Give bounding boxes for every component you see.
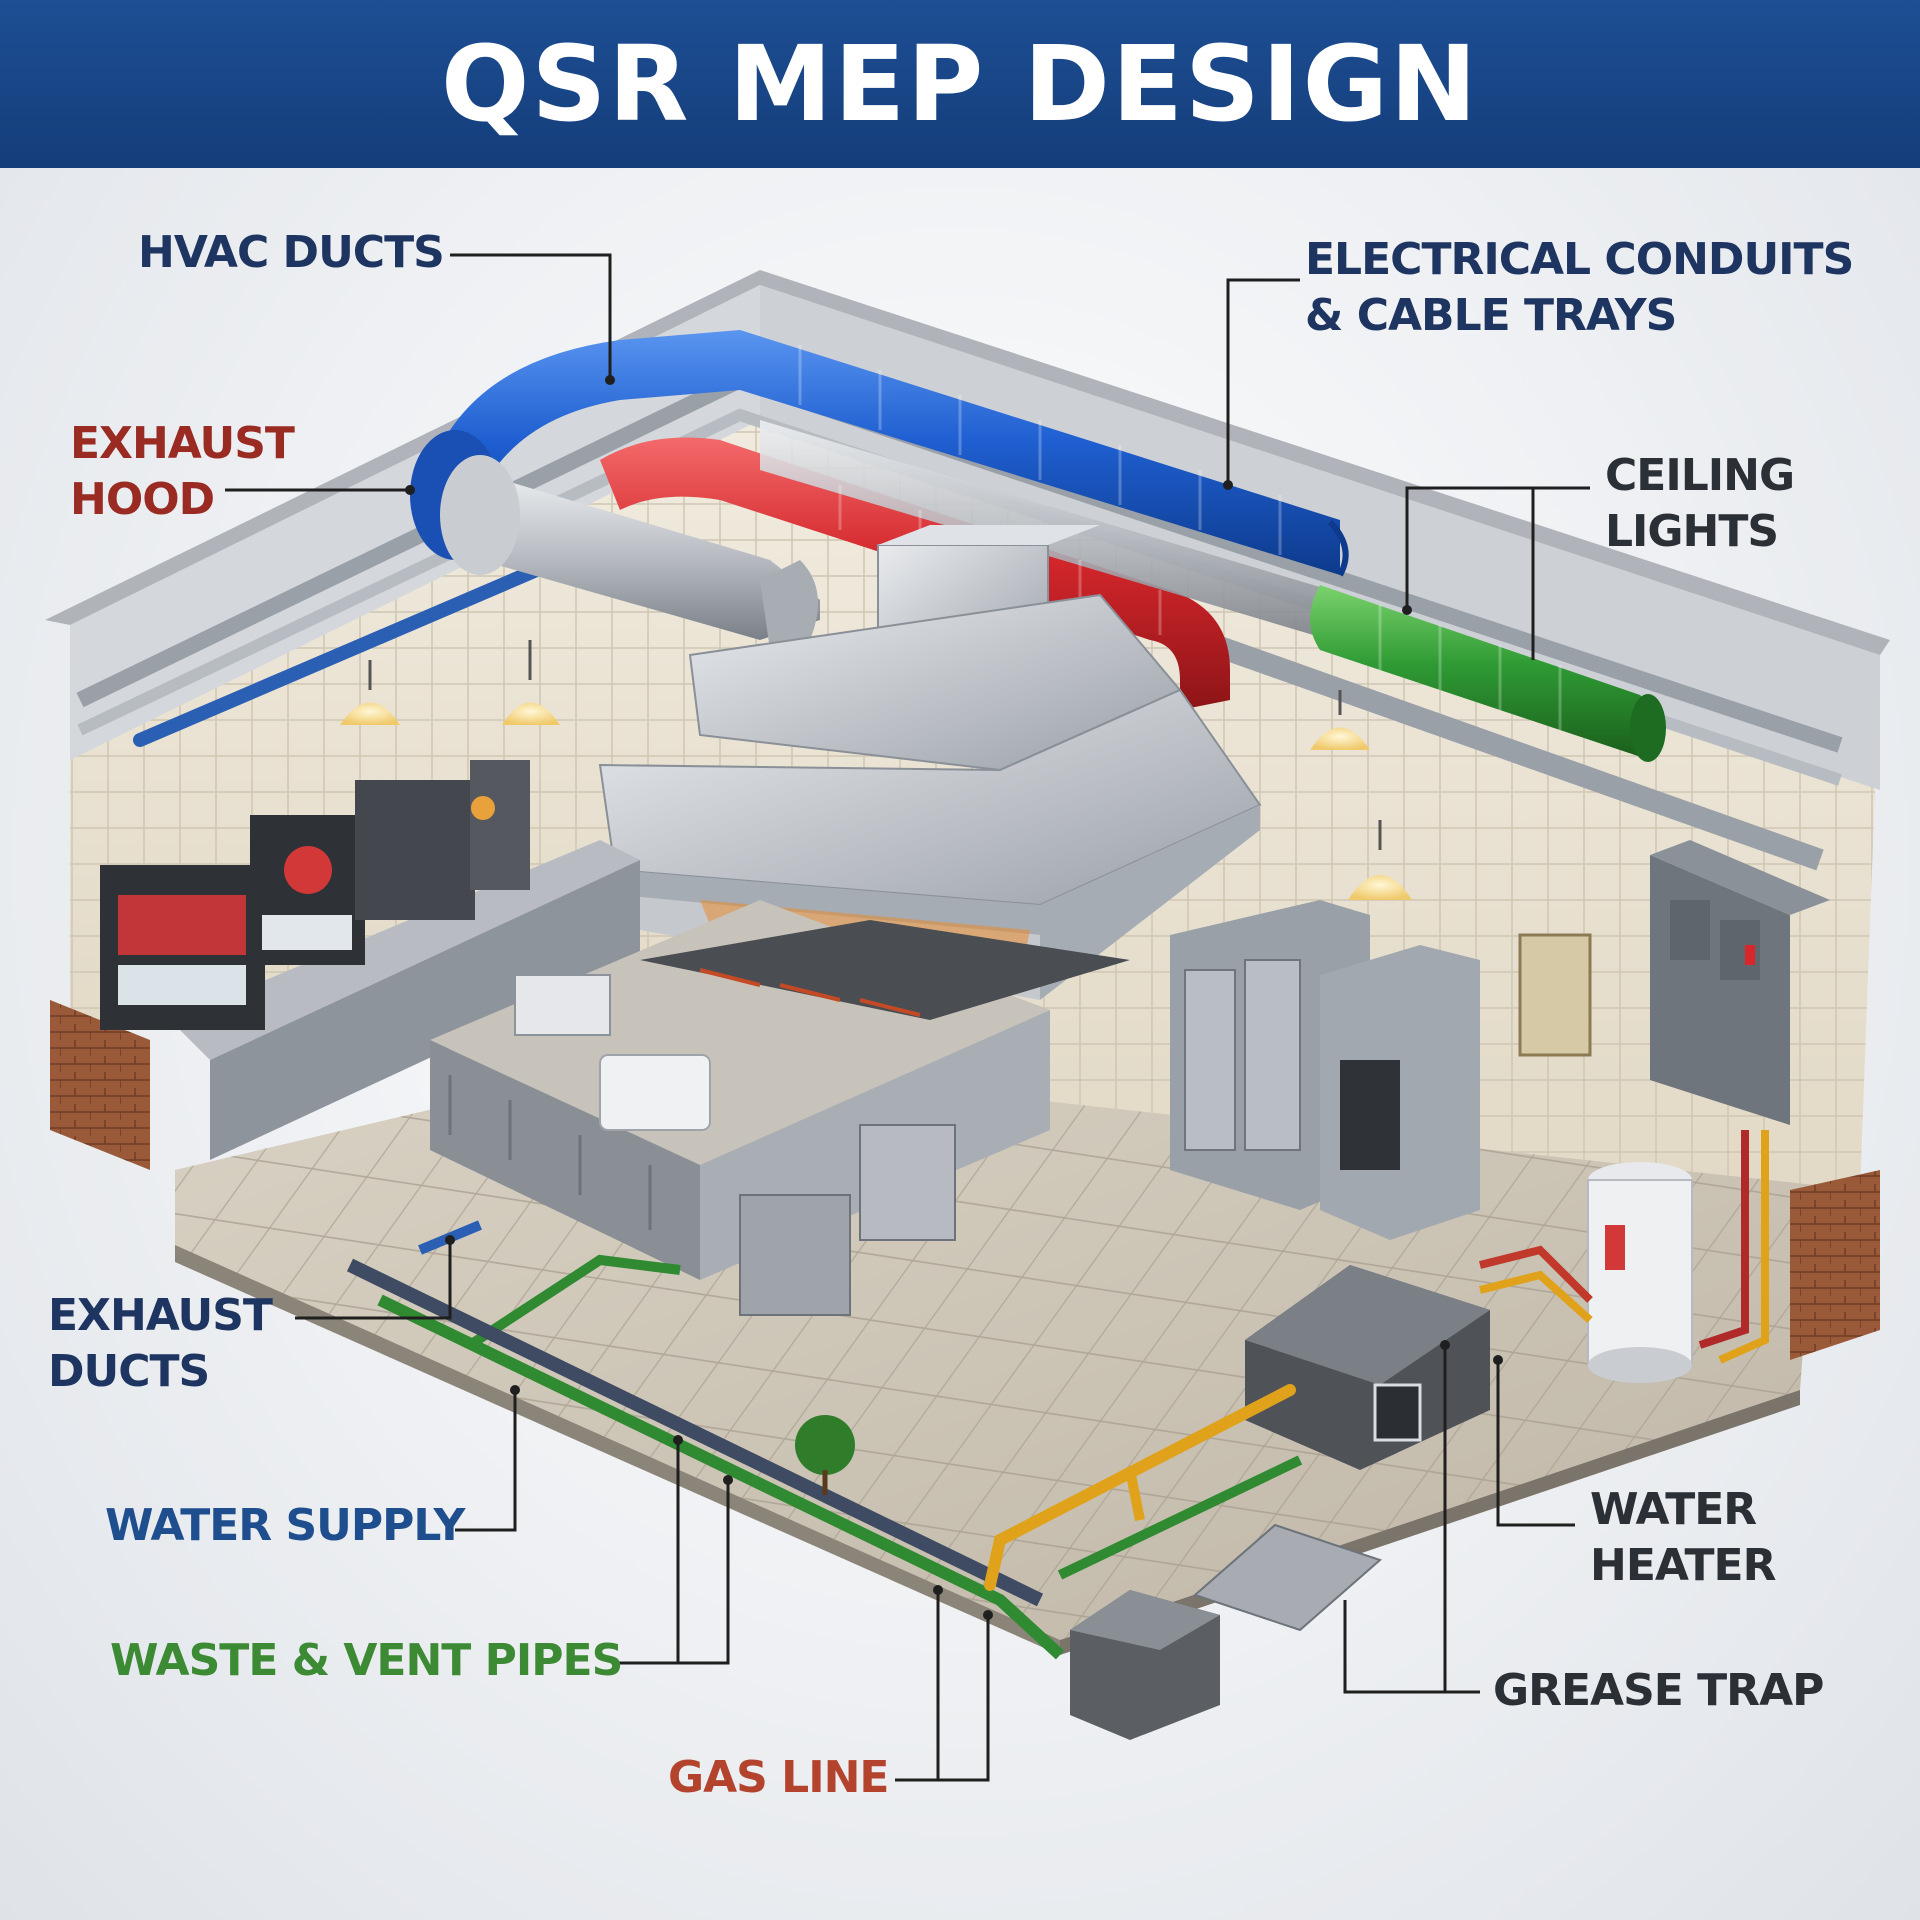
sewer-connection	[1070, 1590, 1220, 1740]
beverage-machine	[100, 865, 265, 1030]
label-water-heater-line2: HEATER	[1590, 1540, 1776, 1591]
brick-edge-right	[1790, 1170, 1880, 1360]
label-exhaust-ducts: EXHAUST DUCTS	[48, 1288, 273, 1400]
label-waste-vent-text: WASTE & VENT PIPES	[110, 1635, 623, 1686]
toaster	[599, 1054, 711, 1131]
label-ceiling-lights-line1: CEILING	[1605, 450, 1795, 501]
leader-hvac-ducts	[450, 253, 612, 380]
duct-green	[1310, 585, 1658, 760]
brick-edge-left	[50, 1000, 150, 1170]
label-electrical-conduits: ELECTRICAL CONDUITS & CABLE TRAYS	[1305, 232, 1854, 344]
exhaust-duct-red	[600, 437, 1230, 710]
label-exhaust-ducts-line2: DUCTS	[48, 1346, 210, 1397]
leader-water-heater	[1496, 1360, 1575, 1527]
ceiling-light	[1348, 820, 1412, 900]
waste-vent-pipe	[377, 1294, 1065, 1660]
label-grease-trap-text: GREASE TRAP	[1493, 1665, 1824, 1716]
microwave	[859, 1124, 956, 1241]
label-hvac-ducts: HVAC DUCTS	[138, 225, 445, 281]
leader-grease-trap	[1343, 1345, 1480, 1694]
leader-water-supply	[455, 1390, 517, 1532]
label-hvac-ducts-text: HVAC DUCTS	[138, 227, 445, 278]
label-water-heater-line1: WATER	[1590, 1484, 1757, 1535]
potted-plant	[795, 1415, 855, 1475]
leader-ceiling-lights	[1405, 486, 1590, 660]
ceiling-light	[340, 660, 400, 725]
ceiling-light	[1310, 690, 1370, 750]
ceiling-light	[502, 640, 560, 725]
fryer-unit	[355, 760, 530, 920]
title-bar: QSR MEP DESIGN	[0, 0, 1920, 168]
label-water-supply-text: WATER SUPPLY	[105, 1500, 465, 1551]
leader-exhaust-ducts	[295, 1240, 452, 1320]
floor-sink	[1193, 1523, 1382, 1632]
label-exhaust-ducts-line1: EXHAUST	[48, 1290, 273, 1341]
label-exhaust-hood-line2: HOOD	[70, 474, 215, 525]
hvac-duct-blue	[430, 330, 1340, 575]
label-water-heater: WATER HEATER	[1590, 1482, 1776, 1594]
leader-waste-vent	[615, 1440, 730, 1665]
leader-gas-line	[895, 1590, 990, 1782]
label-grease-trap: GREASE TRAP	[1493, 1663, 1824, 1719]
wall-thermostat	[1518, 933, 1592, 1057]
drink-dispenser	[250, 815, 365, 965]
grease-trap	[1245, 1265, 1490, 1470]
label-gas-line-text: GAS LINE	[668, 1752, 889, 1803]
label-waste-vent-pipes: WASTE & VENT PIPES	[110, 1633, 623, 1689]
label-ceiling-lights: CEILING LIGHTS	[1605, 448, 1795, 560]
hvac-duct-silver	[470, 470, 820, 640]
gas-pipe	[984, 1384, 1296, 1591]
electrical-panel	[1650, 840, 1830, 1125]
water-heater	[1587, 1162, 1693, 1383]
label-water-supply: WATER SUPPLY	[105, 1498, 465, 1554]
label-exhaust-hood-line1: EXHAUST	[70, 418, 295, 469]
label-exhaust-hood: EXHAUST HOOD	[70, 416, 295, 528]
label-electrical-line1: ELECTRICAL CONDUITS	[1305, 234, 1854, 285]
label-gas-line: GAS LINE	[668, 1750, 889, 1806]
label-ceiling-lights-line2: LIGHTS	[1605, 506, 1779, 557]
leader-electrical	[1226, 278, 1300, 485]
page-title: QSR MEP DESIGN	[441, 23, 1479, 145]
oven-unit	[1320, 945, 1480, 1240]
label-electrical-line2: & CABLE TRAYS	[1305, 290, 1677, 341]
